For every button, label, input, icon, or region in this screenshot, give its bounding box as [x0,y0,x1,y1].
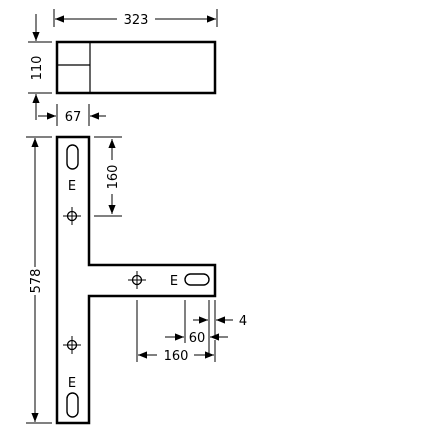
dimension-60-label: 60 [189,331,206,346]
dimension-323-label: 323 [124,13,149,28]
dimension-578-label: 578 [29,269,44,294]
dimension-160-horizontal: 160 [136,300,216,364]
slot-top [66,144,79,170]
dimension-67-label: 67 [65,110,82,125]
mounting-hole-upper [63,207,81,225]
earth-label-arm: E [170,274,178,289]
dimension-4-label: 4 [239,314,247,329]
dimension-578: 578 [26,136,52,424]
top-view-outline [55,40,217,95]
earth-label-top: E [68,179,76,194]
mounting-hole-lower [63,336,81,354]
top-view [55,40,217,95]
dimension-4: 4 [193,300,247,357]
slot-arm [184,273,210,286]
slot-bottom [66,392,79,418]
front-view-outline [55,135,217,425]
dimension-160-vertical-label: 160 [106,165,121,190]
front-view: E E E [55,135,217,425]
mounting-hole-arm [128,271,146,289]
earth-label-bottom: E [68,376,76,391]
dimension-110-label: 110 [30,56,45,81]
dimension-110: 110 [28,14,52,120]
dimension-60: 60 [165,300,228,346]
dimension-160-vertical: 160 [94,136,122,217]
dimension-67: 67 [38,104,106,126]
dimension-323: 323 [53,9,218,28]
dimension-160-horizontal-label: 160 [164,349,189,364]
